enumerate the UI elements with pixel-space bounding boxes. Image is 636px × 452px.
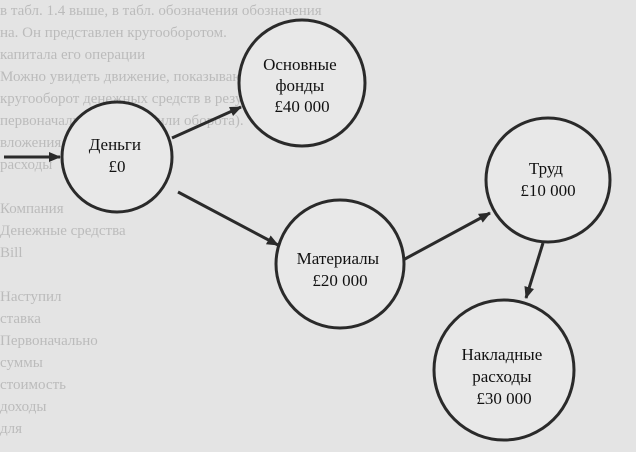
node-fixed-assets-label-line1: Основные: [263, 55, 337, 74]
node-fixed-assets: Основные фонды £40 000: [237, 18, 367, 148]
background-text-line: для: [0, 421, 23, 437]
background-text-line: ставка: [0, 311, 41, 327]
node-money-label-line1: Деньги: [89, 135, 141, 154]
background-text-line: расходы: [0, 157, 53, 173]
node-overheads: Накладные расходы £30 000: [432, 298, 576, 442]
background-text-line: Первоначально: [0, 333, 98, 349]
node-overheads-circle: [432, 298, 576, 442]
node-labour-label-line1: Труд: [529, 159, 563, 178]
background-text-line: Bill: [0, 245, 23, 261]
background-text-line: доходы: [0, 399, 47, 415]
node-labour-circle: [484, 116, 612, 244]
background-text-line: Компания: [0, 201, 64, 217]
node-money: Деньги £0: [60, 100, 174, 214]
background-text-line: суммы: [0, 355, 43, 371]
node-overheads-label: Накладные расходы £30 000: [461, 345, 546, 408]
background-text-line: в табл. 1.4 выше, в табл. обозначения об…: [0, 3, 322, 19]
node-materials-label: Материалы £20 000: [297, 249, 384, 290]
background-text-line: стоимость: [0, 377, 66, 393]
arrow-money-to-materials: [177, 190, 279, 247]
node-fixed-assets-label-line3: £40 000: [274, 97, 329, 116]
background-text-line: Можно увидеть движение, показывающее: [0, 69, 269, 85]
arrow-labour-to-overheads: [524, 242, 545, 299]
node-overheads-label-line3: £30 000: [476, 389, 531, 408]
node-money-circle: [60, 100, 174, 214]
background-text-line: кругооборот денежных средств в результат…: [0, 91, 282, 107]
node-labour-label: Труд £10 000: [520, 159, 575, 200]
node-materials-circle: [274, 198, 406, 330]
arrow-materials-to-labour: [402, 211, 491, 262]
node-materials-label-line2: £20 000: [312, 271, 367, 290]
background-text-line: Денежные средства: [0, 223, 126, 239]
node-fixed-assets-circle: [237, 18, 367, 148]
node-materials: Материалы £20 000: [274, 198, 406, 330]
background-text-line: на. Он представлен кругооборотом.: [0, 25, 227, 41]
node-labour: Труд £10 000: [484, 116, 612, 244]
node-materials-label-line1: Материалы: [297, 249, 380, 268]
node-fixed-assets-label: Основные фонды £40 000: [263, 55, 341, 116]
arrow-money-to-fixed-assets: [171, 105, 242, 140]
background-text-line: капитала его операции: [0, 47, 146, 63]
node-overheads-label-line2: расходы: [472, 367, 532, 386]
node-money-label: Деньги £0: [89, 135, 146, 176]
node-money-label-line2: £0: [109, 157, 126, 176]
node-labour-label-line2: £10 000: [520, 181, 575, 200]
node-fixed-assets-label-line2: фонды: [276, 76, 325, 95]
background-text-line: Наступил: [0, 289, 62, 305]
node-overheads-label-line1: Накладные: [461, 345, 542, 364]
